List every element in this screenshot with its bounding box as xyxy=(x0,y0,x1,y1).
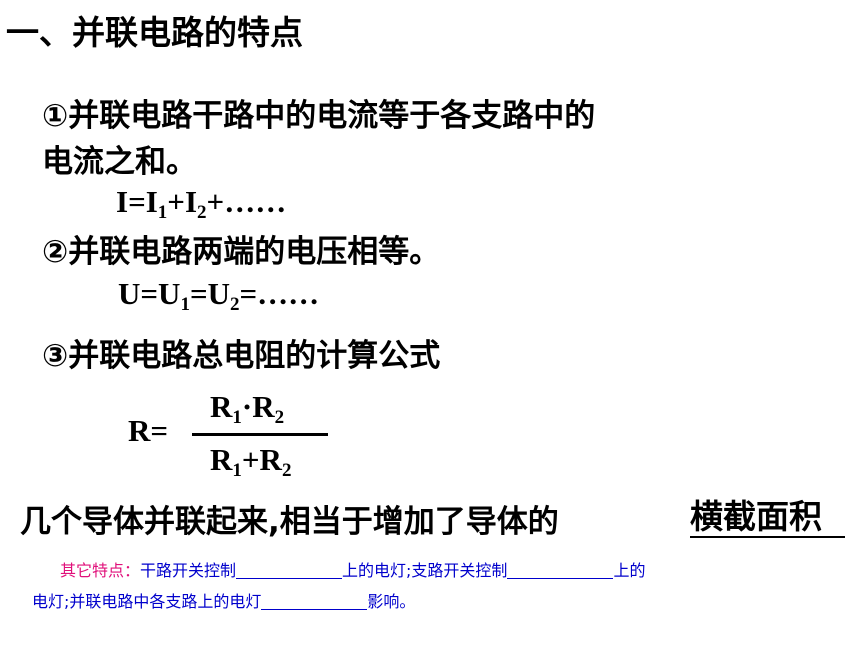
numerator-part-a: R xyxy=(210,389,233,424)
resistance-formula-lhs: R= xyxy=(128,413,169,448)
other-text-1: 干路开关控制 xyxy=(140,561,237,580)
voltage-formula-part-c: =…… xyxy=(239,276,320,311)
current-formula-sub-2: 2 xyxy=(197,202,207,223)
answer-text: 横截面积 xyxy=(690,497,822,536)
resistance-denominator: R1+R2 xyxy=(210,442,292,481)
resistance-numerator: R1·R2 xyxy=(210,389,285,428)
section-heading: 一、并联电路的特点 xyxy=(6,13,303,52)
numerator-sub-1: 1 xyxy=(232,407,242,428)
denominator-sub-2: 2 xyxy=(281,460,292,481)
voltage-formula-sub-1: 1 xyxy=(180,294,190,315)
other-features-label: 其它特点： xyxy=(60,561,141,580)
denominator-part-a: R xyxy=(210,442,233,477)
summary-sentence: 几个导体并联起来,相当于增加了导体的 xyxy=(20,504,559,540)
fill-blank-1 xyxy=(236,562,343,579)
voltage-formula-sub-2: 2 xyxy=(230,294,240,315)
numerator-part-b: ·R xyxy=(241,389,275,424)
current-formula-sub-1: 1 xyxy=(157,202,168,223)
current-formula-part-c: +…… xyxy=(206,184,287,219)
fill-blank-2 xyxy=(507,562,614,579)
voltage-formula: U=U1=U2=…… xyxy=(118,276,320,315)
denominator-part-b: +R xyxy=(241,442,282,477)
numerator-sub-2: 2 xyxy=(274,407,285,428)
other-text-5: 影响。 xyxy=(367,592,416,611)
point-1-line-1: ①并联电路干路中的电流等于各支路中的 xyxy=(42,98,596,134)
current-formula-part-b: +I xyxy=(167,184,198,219)
current-formula: I=I1+I2+…… xyxy=(116,184,287,223)
point-3: ③并联电路总电阻的计算公式 xyxy=(42,338,441,374)
answer-underline xyxy=(690,536,845,538)
denominator-sub-1: 1 xyxy=(232,460,242,481)
fill-blank-3 xyxy=(261,593,368,610)
other-text-4: 电灯;并联电路中各支路上的电灯 xyxy=(32,592,262,611)
fraction-bar xyxy=(192,433,328,436)
other-text-2: 上的电灯;支路开关控制 xyxy=(342,561,508,580)
voltage-formula-part-b: =U xyxy=(189,276,231,311)
point-2: ②并联电路两端的电压相等。 xyxy=(42,234,441,270)
voltage-formula-part-a: U=U xyxy=(118,276,181,311)
other-features-line-2: 电灯;并联电路中各支路上的电灯 影响。 xyxy=(32,588,415,612)
current-formula-part-a: I=I xyxy=(116,184,158,219)
other-text-3: 上的 xyxy=(613,561,646,580)
other-features-line-1: 其它特点：干路开关控制 上的电灯;支路开关控制 上的 xyxy=(60,557,645,581)
point-1-line-2: 电流之和。 xyxy=(42,144,197,180)
